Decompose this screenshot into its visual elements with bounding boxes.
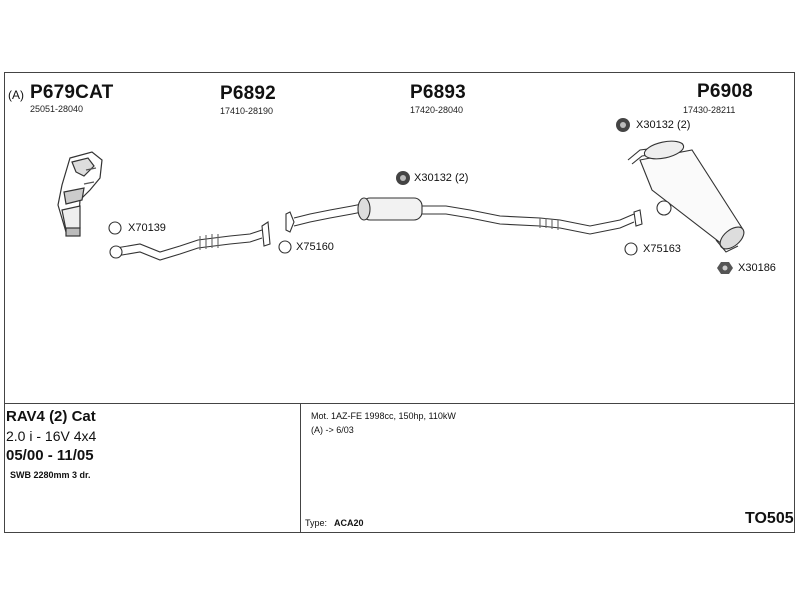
exhaust-system-diagram xyxy=(57,118,748,274)
mounting-rubber-icon xyxy=(616,118,630,132)
manifold-catalyst-drawing[interactable] xyxy=(57,151,103,237)
vehicle-model: RAV4 (2) Cat xyxy=(6,408,96,425)
motor-spec: Mot. 1AZ-FE 1998cc, 150hp, 110kW xyxy=(311,411,456,421)
type-value: ACA20 xyxy=(334,518,364,528)
hanger-rubber-icon xyxy=(717,262,733,274)
ref-x75160[interactable]: X75160 xyxy=(296,241,334,253)
ref-x30132-top[interactable]: X30132 (2) xyxy=(636,119,691,131)
part-number-p679cat[interactable]: P679CAT xyxy=(30,82,114,103)
ref-x30186[interactable]: X30186 xyxy=(738,262,776,274)
centre-silencer-drawing[interactable] xyxy=(285,197,643,235)
production-note: (A) -> 6/03 xyxy=(311,425,354,435)
part-number-p6892[interactable]: P6892 xyxy=(220,83,276,104)
ref-x30132-mid[interactable]: X30132 (2) xyxy=(414,172,469,184)
ref-x70139[interactable]: X70139 xyxy=(128,222,166,234)
clamp-ring-icon xyxy=(108,221,122,235)
ref-x75163[interactable]: X75163 xyxy=(643,243,681,255)
part-number-p6908[interactable]: P6908 xyxy=(697,81,753,102)
info-column-divider xyxy=(300,403,301,533)
gasket-ring-icon xyxy=(278,240,292,254)
oem-number-p6908: 17430-28211 xyxy=(683,105,736,115)
oem-number-p6893: 17420-28040 xyxy=(410,105,464,115)
mounting-rubber-icon xyxy=(396,171,410,185)
info-divider xyxy=(4,403,795,404)
part-number-p6893[interactable]: P6893 xyxy=(410,82,466,103)
diagram-frame xyxy=(4,72,795,533)
type-label: Type: xyxy=(305,518,328,528)
oem-number-p679cat: 25051-28040 xyxy=(30,104,84,114)
part-prefix-a: (A) xyxy=(8,88,24,102)
front-pipe-drawing[interactable] xyxy=(109,221,271,261)
gasket-ring-icon xyxy=(624,242,638,256)
vehicle-engine: 2.0 i - 16V 4x4 xyxy=(6,428,97,444)
catalog-code: TO505 xyxy=(745,510,794,527)
rear-silencer-drawing[interactable] xyxy=(627,138,748,253)
oem-number-p6892: 17410-28190 xyxy=(220,106,274,116)
vehicle-dates: 05/00 - 11/05 xyxy=(6,447,94,464)
vehicle-body: SWB 2280mm 3 dr. xyxy=(10,470,91,480)
